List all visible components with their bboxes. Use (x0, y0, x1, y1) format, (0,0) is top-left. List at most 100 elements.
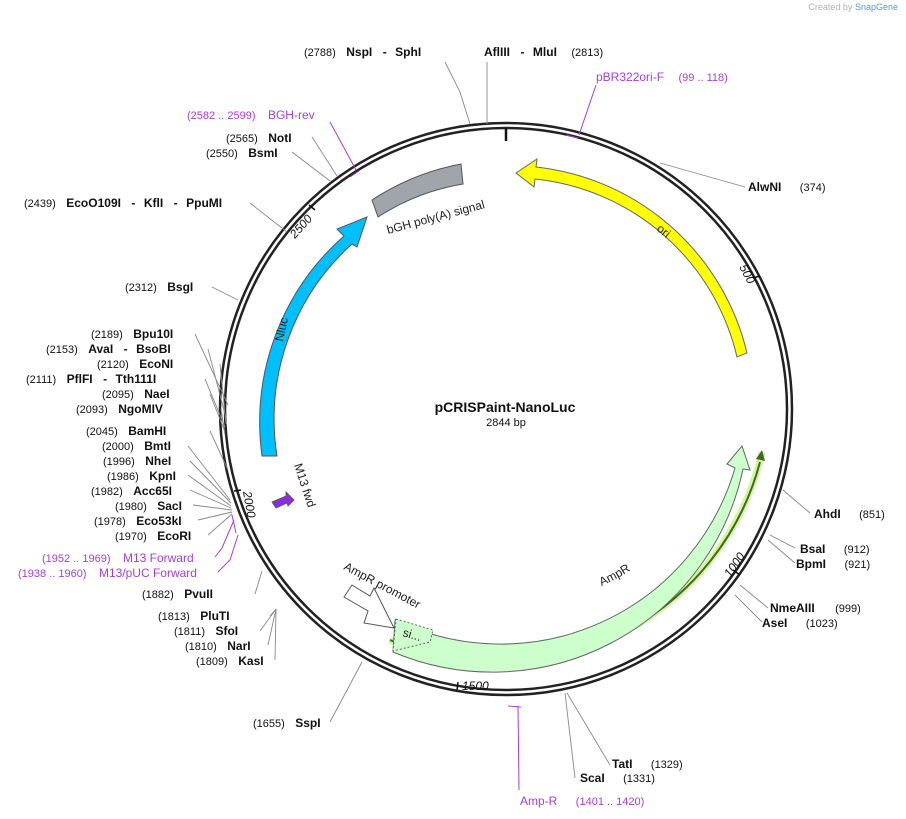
nmeaiii-name: NmeAIII (770, 601, 815, 615)
tick-500-label: 500 (736, 262, 758, 287)
bgh-feature[interactable] (371, 163, 464, 218)
mlui-pos: (2813) (571, 47, 603, 59)
bamhi-pos: (2045) (86, 426, 118, 438)
snapgene-credit: Created by SnapGene (808, 2, 898, 12)
m13fwd-feature[interactable] (271, 491, 295, 509)
bsobi-name: BsoBI (136, 342, 171, 356)
tick-1000-mark (732, 569, 741, 576)
ecori-pos: (1970) (115, 531, 147, 543)
pvuii-pos: (1882) (142, 589, 174, 601)
sfoi-name: SfoI (215, 624, 238, 638)
ahdi-name: AhdI (814, 507, 841, 521)
sfoi-pos: (1811) (174, 626, 205, 638)
snapgene-brand: SnapGene (854, 2, 898, 12)
credit-prefix: Created by (808, 2, 853, 12)
tati-name: TatI (612, 757, 632, 771)
label-sspi: (1655) SspI (253, 714, 321, 731)
label-ahdi: AhdI (851) (814, 505, 885, 522)
label-noti: (2565) NotI (226, 129, 292, 146)
label-naei: (2095) NaeI (102, 385, 170, 402)
m13fwd-label: M13 fwd (291, 462, 318, 509)
sep-dash-3: - (103, 372, 107, 386)
ampr-primer-name: Amp-R (520, 794, 558, 808)
asei-pos: (1023) (806, 618, 838, 630)
nari-pos: (1810) (185, 641, 217, 653)
kpni-pos: (1986) (107, 471, 139, 483)
ampr-feature[interactable] (392, 444, 751, 673)
econi-pos: (2120) (97, 359, 129, 371)
signal-feature[interactable] (392, 618, 434, 652)
nluc-label: Nluc (272, 316, 291, 342)
label-bgh-rev: (2582 .. 2599) BGH-rev (187, 106, 315, 123)
avai-name: AvaI (88, 342, 113, 356)
nhei-name: NheI (145, 454, 171, 468)
ampr-label: AmpR (597, 561, 633, 589)
nluc-feature[interactable] (259, 216, 368, 457)
sspi-pos: (1655) (253, 718, 285, 730)
avai-pos: (2153) (46, 344, 78, 356)
m13f-name: M13 Forward (123, 551, 194, 565)
afliii-name: AflIII (484, 45, 510, 59)
alwni-pos: (374) (800, 182, 826, 194)
ampr-promoter-feature[interactable] (343, 584, 395, 629)
ngomiv-name: NgoMIV (118, 402, 163, 416)
eco0109i-name: EcoO109I (66, 196, 121, 210)
m13puc-name: M13/pUC Forward (99, 566, 197, 580)
label-bpu10i: (2189) Bpu10I (91, 325, 173, 342)
kfli-name: KflI (144, 196, 163, 210)
m13puc-pos: (1938 .. 1960) (18, 568, 87, 580)
signal-label: si... (401, 625, 423, 644)
asei-name: AseI (762, 616, 787, 630)
scai-name: ScaI (580, 771, 605, 785)
label-bsmi: (2550) BsmI (206, 144, 278, 161)
ahdi-pos: (851) (859, 509, 885, 521)
bpmi-name: BpmI (796, 557, 826, 571)
label-eco0109i-kfli-ppumi: (2439) EcoO109I - KflI - PpuMI (24, 194, 222, 211)
label-asei: AseI (1023) (762, 614, 838, 631)
label-ngomiv: (2093) NgoMIV (76, 400, 163, 417)
tick-2000-mark (233, 489, 242, 492)
label-saci: (1980) SacI (115, 497, 182, 514)
m13f-pos: (1952 .. 1969) (42, 553, 111, 565)
kpni-name: KpnI (149, 469, 176, 483)
sep-dash-2: - (520, 45, 524, 59)
naei-pos: (2095) (102, 389, 134, 401)
tick-1500-mark (456, 681, 459, 691)
bsai-pos: (912) (844, 544, 870, 556)
noti-pos: (2565) (226, 133, 258, 145)
pbr-pos: (99 .. 118) (678, 72, 727, 84)
ngomiv-pos: (2093) (76, 404, 108, 416)
bsmi-name: BsmI (248, 146, 277, 160)
sep-dash-1: - (383, 45, 387, 59)
econi-name: EcoNI (139, 357, 173, 371)
bghrev-pos: (2582 .. 2599) (187, 110, 256, 122)
ecori-name: EcoRI (157, 529, 191, 543)
saci-pos: (1980) (115, 501, 147, 513)
primer-marks (214, 84, 597, 791)
bpu10i-pos: (2189) (91, 329, 123, 341)
plasmid-length: 2844 bp (486, 417, 526, 429)
alwni-name: AlwNI (748, 180, 781, 194)
label-avai-bsobi: (2153) AvaI - BsoBI (46, 340, 171, 357)
plasmid-name: pCRISPaint-NanoLuc (435, 399, 576, 415)
label-m13-forward: (1952 .. 1969) M13 Forward (42, 549, 194, 566)
pluti-name: PluTI (200, 609, 229, 623)
naei-name: NaeI (144, 387, 169, 401)
bamhi-name: BamHI (128, 424, 166, 438)
acc65i-pos: (1982) (91, 486, 123, 498)
sep-dash-4: - (124, 342, 128, 356)
tick-1500-label: 1500 (462, 679, 489, 693)
saci-name: SacI (157, 499, 182, 513)
label-afliii-mlui: AflIII - MluI (2813) (484, 43, 603, 60)
ori-feature[interactable] (515, 157, 748, 358)
sep-dash-6: - (174, 196, 178, 210)
label-ecori: (1970) EcoRI (115, 527, 191, 544)
kasi-pos: (1809) (196, 656, 228, 668)
bpmi-pos: (921) (844, 559, 870, 571)
label-pbr322ori: pBR322ori-F (99 .. 118) (596, 68, 728, 85)
pflfi-pos: (2111) (26, 374, 56, 386)
eco53ki-pos: (1978) (94, 516, 126, 528)
pvuii-name: PvuII (184, 587, 213, 601)
pbr-name: pBR322ori-F (596, 70, 664, 84)
eco0109i-pos: (2439) (24, 198, 56, 210)
